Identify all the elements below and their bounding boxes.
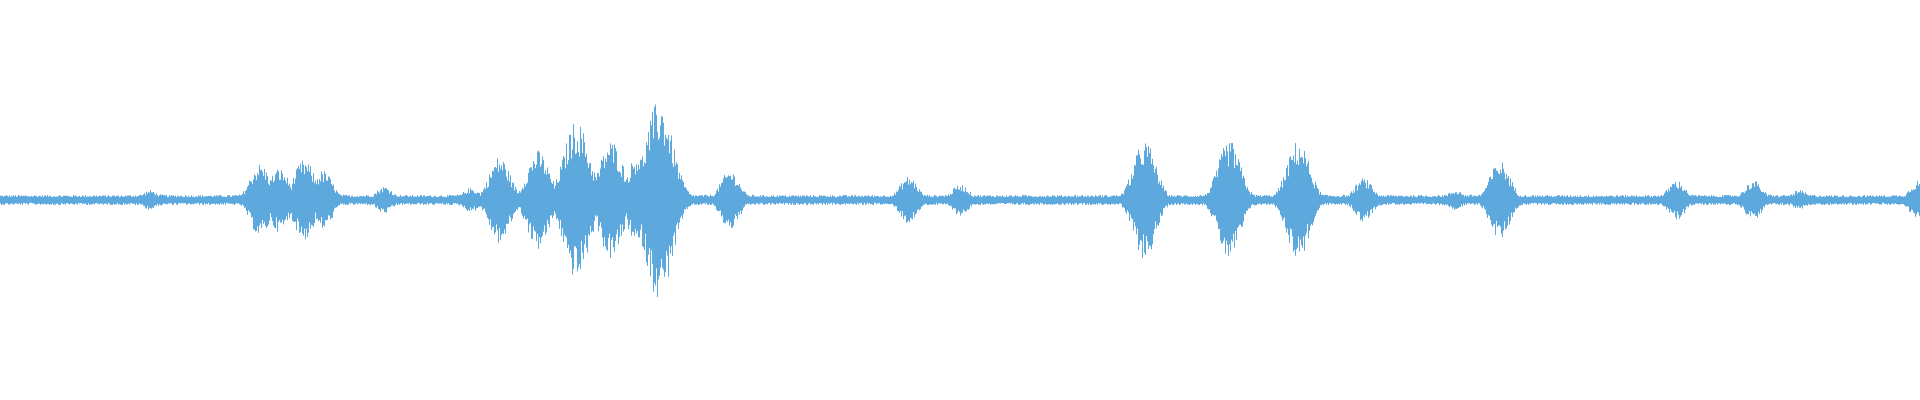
waveform-trace xyxy=(0,104,1920,297)
